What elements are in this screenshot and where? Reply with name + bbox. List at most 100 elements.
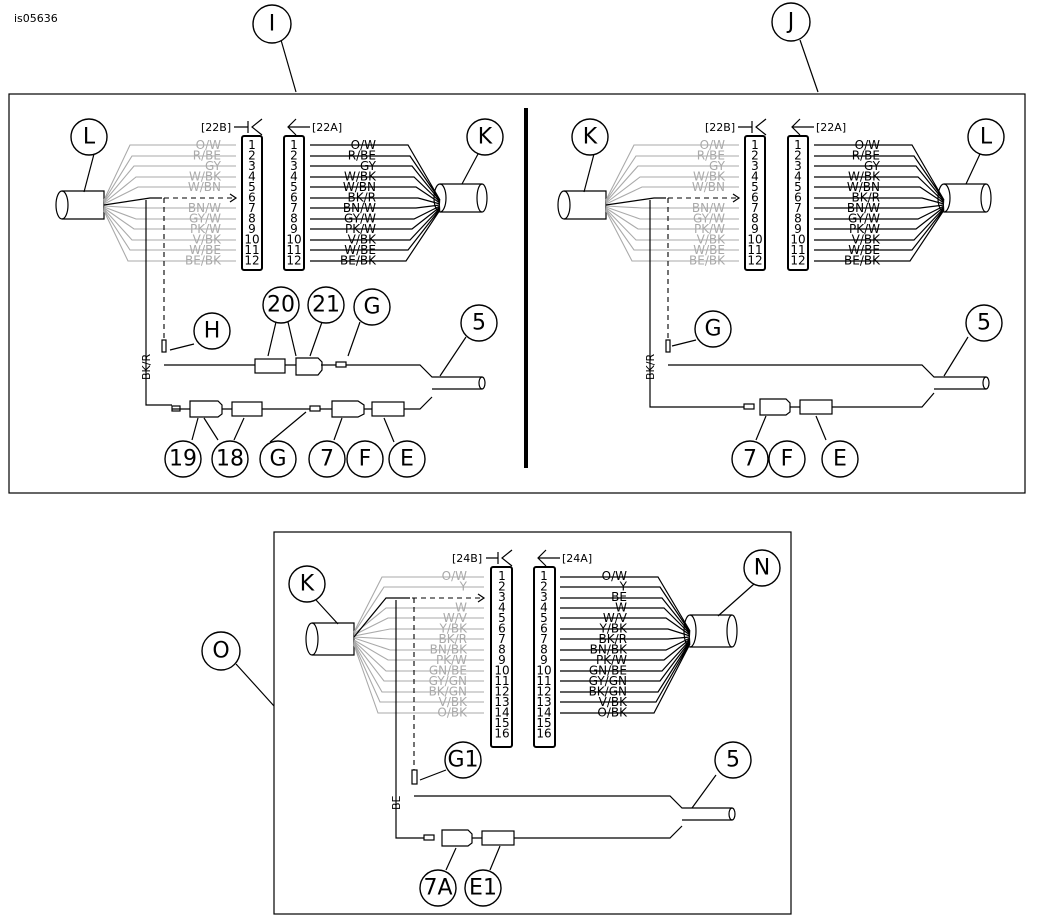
svg-text:G: G	[269, 447, 286, 472]
conn-22b-arrow-i	[234, 118, 263, 136]
wire-label-b: W/BK	[189, 170, 222, 184]
wire-label-a: V/BK	[852, 233, 881, 247]
pin-number-b: 6	[498, 622, 506, 636]
wire-label-b: R/BE	[193, 149, 221, 163]
wire-label-a: O/W	[855, 138, 880, 152]
pin-number-a: 8	[290, 212, 298, 226]
pin-number-b: 5	[498, 611, 506, 625]
fan-left-i	[103, 144, 236, 262]
wire-label-a: GY/W	[848, 212, 880, 226]
pin-number-a: 10	[286, 233, 301, 247]
svg-text:I: I	[269, 12, 276, 37]
wire-label-a: BN/W	[343, 201, 376, 215]
svg-text:F: F	[781, 447, 794, 472]
connector-20-i	[254, 358, 286, 374]
top-frame	[8, 93, 1026, 494]
pin-number-a: 11	[286, 243, 301, 257]
pin-number-b: 15	[494, 716, 509, 730]
wire-label-a: W/BN	[847, 180, 880, 194]
wire-label-a: PK/W	[596, 653, 627, 667]
svg-text:20: 20	[267, 293, 295, 318]
pin-number-b: 9	[751, 222, 759, 236]
title-j-callout: J	[771, 2, 811, 42]
pin-number-b: 2	[248, 149, 256, 163]
pin-number-a: 9	[290, 222, 298, 236]
svg-text:J: J	[786, 10, 795, 35]
pin-number-a: 6	[794, 191, 802, 205]
pin-number-a: 16	[536, 727, 551, 741]
pin-number-b: 14	[494, 706, 509, 720]
svg-text:L: L	[980, 125, 993, 150]
wire-label-b: BK/GN	[429, 685, 467, 699]
pin-number-a: 1	[540, 569, 548, 583]
pin-number-a: 6	[540, 622, 548, 636]
fan-left-o	[353, 576, 484, 714]
svg-text:7: 7	[743, 447, 757, 472]
svg-text:F: F	[359, 447, 372, 472]
connector-7a	[441, 829, 473, 847]
wire-labels-24b: O/WYWW/VY/BKBK/RBN/BKPK/WGN/BEGY/GNBK/GN…	[429, 569, 469, 720]
pin-number-b: 11	[747, 243, 762, 257]
pin-number-a: 7	[290, 201, 298, 215]
pin-number-b: 5	[248, 180, 256, 194]
pin-number-b: 3	[751, 159, 759, 173]
pin-number-b: 4	[248, 170, 256, 184]
callout-19-i: 19	[164, 440, 202, 478]
wire-label-a: W/V	[603, 611, 628, 625]
pin-number-a: 3	[794, 159, 802, 173]
wire-label-b: V/BK	[439, 695, 468, 709]
pin-number-b: 6	[248, 191, 256, 205]
wire-label-a: BK/R	[852, 191, 880, 205]
svg-text:K: K	[478, 125, 493, 150]
wire-label-a: GN/BE	[589, 664, 627, 678]
wire-labels-22b-j: O/WR/BEGYW/BKW/BNBN/WGY/WPK/WV/BKW/BEBE/…	[689, 138, 726, 268]
pin-number-b: 2	[751, 149, 759, 163]
wire-label-a: W/BK	[848, 170, 881, 184]
pin-number-a: 1	[290, 138, 298, 152]
pin-number-a: 7	[794, 201, 802, 215]
conn-22a-label-j: [22A]	[816, 121, 846, 134]
harness-right-j	[944, 183, 986, 213]
connector-21-i	[295, 357, 323, 376]
pin-number-a: 11	[536, 674, 551, 688]
callout-e-j: E	[821, 440, 859, 478]
conn-22b-label-i: [22B]	[201, 121, 231, 134]
callout-k-i: K	[466, 118, 504, 156]
wire-label-b: W	[455, 601, 467, 615]
panel-j: [22B] [22A] BK/R G 5 7 F E K L	[557, 118, 1005, 478]
pin-number-b: 7	[751, 201, 759, 215]
wire-label-a: GY/W	[344, 212, 376, 226]
pin-number-b: 10	[244, 233, 259, 247]
connector-7-i	[331, 400, 365, 418]
wire-label-a: R/BE	[348, 149, 376, 163]
callout-21-i: 21	[307, 286, 345, 324]
wire-labels-22a-i: O/WR/BEGYW/BKW/BNBK/RBN/WGY/WPK/WV/BKW/B…	[340, 138, 377, 268]
wire-label-b: BE/BK	[689, 254, 726, 268]
wire-label-b: GY/W	[693, 212, 725, 226]
pin-number-a: 2	[540, 580, 548, 594]
svg-text:O: O	[212, 639, 229, 664]
svg-text:E: E	[400, 447, 414, 472]
connector-e-i	[371, 401, 405, 417]
callout-f-i: F	[346, 440, 384, 478]
wire-label-b: PK/W	[190, 222, 221, 236]
wire-label-b: Y	[459, 580, 468, 594]
connector-22b-j	[744, 135, 766, 271]
pin-number-a: 12	[536, 685, 551, 699]
wire-label-a: Y	[619, 580, 628, 594]
pin-number-a: 3	[290, 159, 298, 173]
wire-label-b: Y/BK	[439, 622, 469, 636]
connector-22a-j	[787, 135, 809, 271]
callout-e1-o: E1	[464, 869, 502, 907]
pin-number-a: 4	[794, 170, 802, 184]
svg-text:K: K	[583, 125, 598, 150]
wire-label-b: W/BE	[189, 243, 221, 257]
callout-5-i: 5	[460, 304, 498, 342]
wire-label-b: O/W	[442, 569, 467, 583]
wire-label-b: O/W	[700, 138, 725, 152]
pin-number-a: 10	[790, 233, 805, 247]
pin-number-b: 1	[498, 569, 506, 583]
wire-label-a: W/BN	[343, 180, 376, 194]
